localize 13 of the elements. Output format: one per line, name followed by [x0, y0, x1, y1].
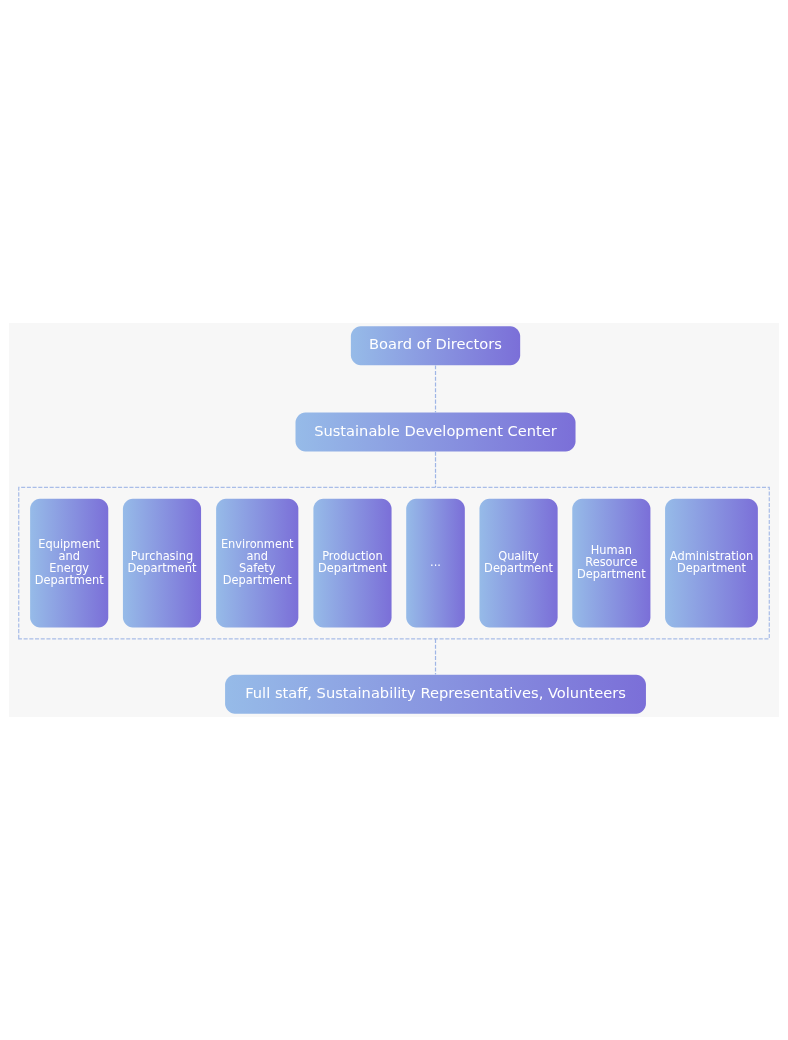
node-box: Purchasing Department — [122, 498, 202, 628]
node-box: Board of Directors — [350, 326, 521, 366]
node-box: Environment and Safety Department — [216, 498, 299, 628]
node-box: ... — [406, 498, 465, 628]
node-box: Human Resource Department — [572, 498, 651, 628]
node-box: Full staff, Sustainability Representatives, Volunteers — [225, 674, 646, 714]
node-box: Sustainable Development Center — [295, 412, 576, 452]
node-box: Equipment and Energy Department — [30, 498, 109, 628]
connector — [434, 364, 437, 414]
node-box: Quality Department — [479, 498, 558, 628]
node-box: Administration Department — [665, 498, 758, 628]
cluster — [18, 486, 770, 640]
node-box: Production Department — [313, 498, 392, 628]
